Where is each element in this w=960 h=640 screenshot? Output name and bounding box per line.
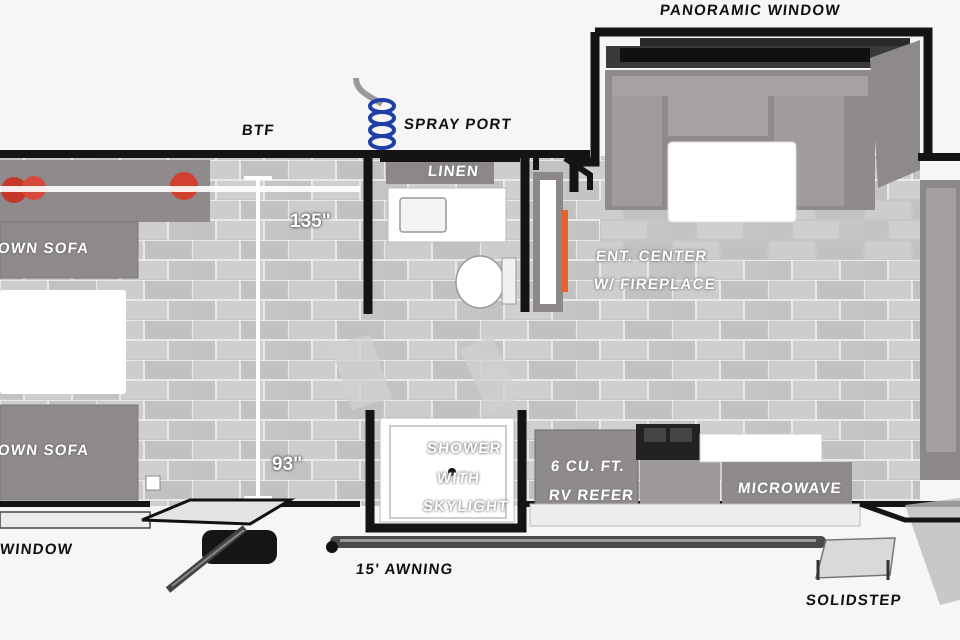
sofa-top-armrail [0,186,360,192]
slideout-left-wall [569,32,600,192]
bath-door-left [330,335,392,410]
sofa-bottom-seat [0,404,139,501]
label-shower-2: WITH [436,470,482,487]
label-ent-center-1: ENT. CENTER [595,248,709,265]
slideout-valance [620,48,870,62]
entry-step [815,537,896,579]
label-linen: LINEN [427,163,480,180]
label-dimension-length: 135" [290,211,331,232]
tank [202,530,277,564]
label-dimension-width: 93" [272,454,303,475]
label-btf: BTF [241,122,276,139]
shower-drain [448,468,456,476]
label-ent-center-2: W/ FIREPLACE [593,276,717,293]
table-left [0,290,126,394]
shower-pan [379,417,515,523]
bottom-left-step [141,498,296,526]
awning-highlight [340,539,816,542]
panoramic-window-frame [640,38,910,46]
kitchen-bottom-counter [529,503,861,527]
rear-cabinet-inner [926,188,956,452]
label-microwave: MICROWAVE [737,480,843,497]
label-sofa-bottom: OWN SOFA [0,442,91,459]
label-awning: 15' AWNING [355,561,455,578]
label-shower-1: SHOWER [426,440,503,457]
outlet [145,475,161,491]
bottom-window-frame [0,511,151,529]
sink [399,197,447,233]
bath-door-right [460,336,520,412]
label-sofa-top: OWN SOFA [0,240,91,257]
label-window-bottom: WINDOW [0,541,74,558]
microwave-cabinet [722,462,852,508]
dinette-bench-back [612,76,868,96]
fireplace-flame [562,210,568,292]
hitch-bar-highlight [171,529,245,587]
ent-center-inner [540,180,556,304]
label-solidstep: SOLIDSTEP [805,592,903,609]
toilet-tank [501,257,517,305]
label-panoramic-window: PANORAMIC WINDOW [659,2,842,19]
ent-center-corner-wall [533,155,593,190]
oven-front [640,460,720,508]
slideout-corner-right [870,40,920,188]
label-refer-2: RV REFER [548,487,636,504]
label-spray-port: SPRAY PORT [403,116,513,133]
dinette-cushion-left [612,96,662,206]
toilet [455,255,505,309]
lower-right-frame [859,501,960,523]
label-refer-1: 6 CU. FT. [550,458,627,475]
spray-coil-4 [368,134,396,150]
sofa-top-seat [0,221,139,279]
linen-cabinet [386,162,494,184]
slideout-wall [595,27,933,158]
counter-top [699,433,823,463]
label-shower-3: SKYLIGHT [422,498,510,515]
stove-burner-1 [644,428,666,442]
entry-door-swing [905,498,960,605]
dinette-table [667,141,797,223]
stove-burner-2 [670,428,692,442]
awning-end-left [326,541,338,553]
shower-walls [365,410,527,533]
dinette-cushion-mid [668,96,768,136]
shower-curtain-rail [389,425,507,519]
